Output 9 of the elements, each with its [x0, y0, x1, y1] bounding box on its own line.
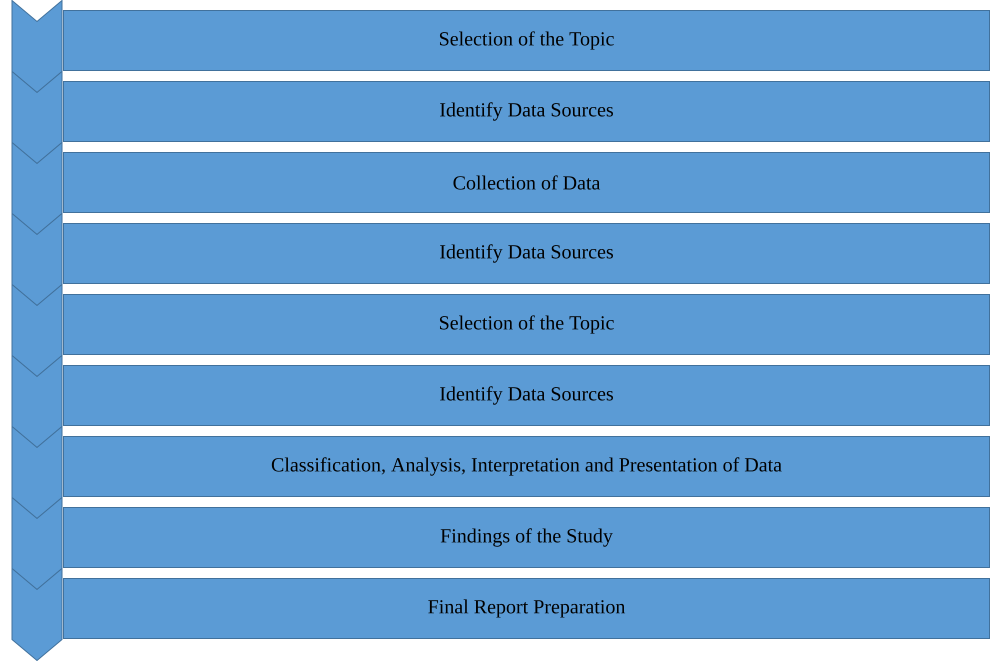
step-bar: Identify Data Sources — [63, 365, 990, 426]
step-bar: Final Report Preparation — [63, 578, 990, 639]
step-bar: Selection of the Topic — [63, 10, 990, 71]
step-bar: Findings of the Study — [63, 507, 990, 568]
step-bar: Classification, Analysis, Interpretation and Presentation of Data — [63, 436, 990, 497]
step-bar: Collection of Data — [63, 152, 990, 213]
step-bar: Identify Data Sources — [63, 81, 990, 142]
step-bar: Identify Data Sources — [63, 223, 990, 284]
step-bar: Selection of the Topic — [63, 294, 990, 355]
